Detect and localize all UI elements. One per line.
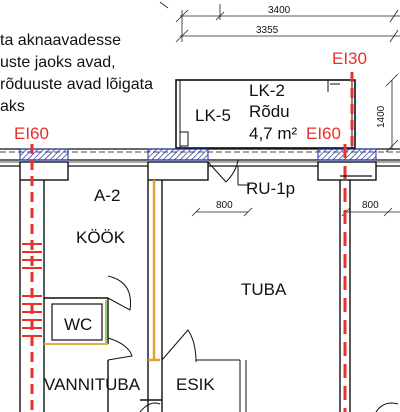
balcony-step [179, 131, 189, 147]
room-balcony-name: Rõdu [249, 102, 290, 121]
dimension-top: 3400 [268, 5, 291, 16]
wc-box [51, 303, 103, 341]
door-dimension-right-label: 800 [362, 200, 379, 211]
room-tuba: TUBA [241, 280, 287, 299]
interior-doors [107, 275, 399, 412]
window-hatch-middle [147, 148, 209, 161]
room-balcony-storage: LK-5 [195, 106, 231, 125]
fire-lines [30, 72, 354, 412]
door-dimension-left [191, 207, 253, 217]
room-kitchen: KÖÖK [76, 228, 126, 247]
fire-rating-middle: EI60 [306, 124, 341, 143]
room-hall: ESIK [176, 375, 215, 394]
window-frames [19, 161, 377, 181]
note-line-1: ta aknaavadesse [0, 32, 121, 49]
fire-rating-right: EI30 [332, 49, 367, 68]
fire-wall-hatch [22, 243, 42, 337]
balcony-door [207, 159, 250, 186]
room-balcony-code: LK-2 [249, 81, 285, 100]
vertical-dimension [385, 73, 399, 153]
note-line-2: uste jaoks avad, [0, 54, 116, 71]
door-code: RU-1p [246, 179, 295, 198]
dimension-lines [159, 1, 400, 43]
door-dimension-left-label: 800 [216, 200, 233, 211]
note-line-3: rõduuste avad lõigata [0, 76, 153, 93]
dimension-second: 3355 [256, 25, 279, 36]
apartment-label: A-2 [94, 186, 120, 205]
window-hatch-left [19, 148, 69, 161]
room-balcony-area: 4,7 m² [249, 124, 298, 143]
fire-rating-left: EI60 [14, 124, 49, 143]
room-bathroom: VANNITUBA [44, 375, 141, 394]
dimension-vertical: 1400 [376, 105, 387, 128]
interior-walls [19, 180, 351, 412]
note-line-4: aks [0, 98, 25, 115]
room-wc: WC [64, 315, 92, 334]
door-frames [148, 180, 160, 362]
window-hatch-right [317, 148, 377, 161]
